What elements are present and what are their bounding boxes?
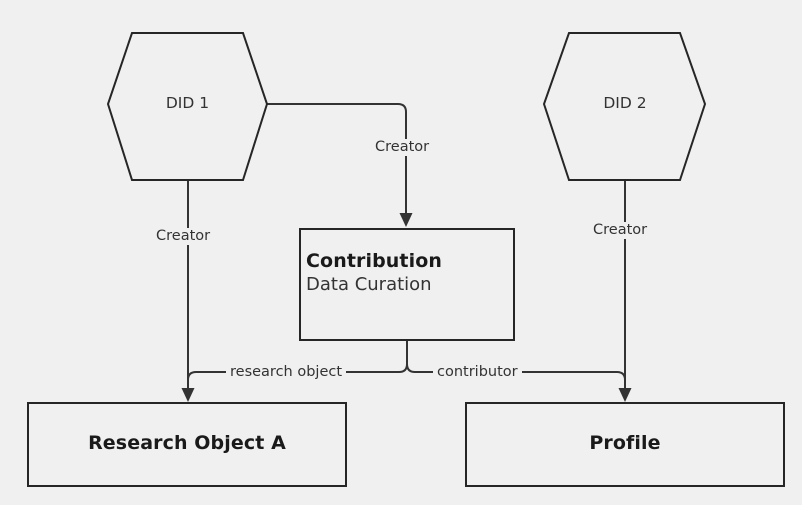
edge-contribution-profile: [406, 363, 626, 388]
node-contribution-text: Contribution Data Curation: [301, 250, 513, 296]
node-did2[interactable]: [542, 32, 707, 181]
edge-path-contribution-research-object: [187, 363, 408, 388]
edge-contribution-research-object: [187, 363, 408, 388]
node-contribution-subtitle: Data Curation: [306, 273, 432, 295]
edge-did2-profile: [618, 181, 632, 402]
arrow-head-profile: [618, 388, 632, 402]
node-contribution[interactable]: [299, 228, 515, 341]
edge-label-did1-contribution: Creator: [371, 139, 434, 157]
edge-path-did1-contribution: [267, 103, 407, 213]
node-research-object-a[interactable]: [27, 402, 347, 487]
node-did1[interactable]: [106, 32, 269, 181]
edge-label-did1-research-object: Creator: [152, 228, 215, 246]
edge-label-did2-profile: Creator: [589, 222, 652, 240]
edge-label-contribution-profile: contributor: [433, 364, 522, 382]
node-profile[interactable]: [465, 402, 785, 487]
edge-path-contribution-profile: [406, 363, 626, 388]
edge-label-contribution-research-object: research object: [226, 364, 347, 382]
edge-did1-research-object: [181, 181, 195, 402]
arrow-head-contribution: [399, 213, 413, 227]
arrow-head-research-object: [181, 388, 195, 402]
node-contribution-title: Contribution: [306, 250, 442, 272]
edge-did1-contribution: [267, 103, 413, 227]
